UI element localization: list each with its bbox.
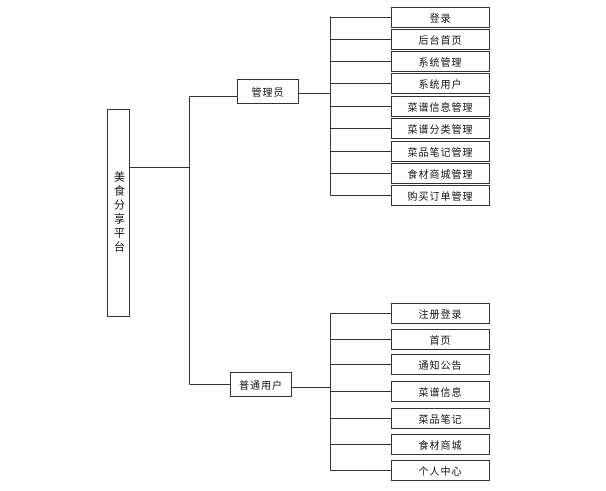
admin-module-label: 后台首页 bbox=[418, 36, 463, 47]
admin-module-label: 菜谱信息管理 bbox=[407, 103, 474, 114]
admin-module-node: 购买订单管理 bbox=[391, 185, 490, 206]
user-module-label: 个人中心 bbox=[418, 467, 463, 478]
user-module-node: 菜谱信息 bbox=[391, 381, 490, 402]
admin-module-label: 菜谱分类管理 bbox=[407, 125, 474, 136]
user-module-label: 通知公告 bbox=[418, 361, 463, 372]
user-module-node: 通知公告 bbox=[391, 354, 490, 375]
root-node: 美食分享平台 bbox=[107, 109, 130, 317]
admin-module-node: 菜品笔记管理 bbox=[391, 141, 490, 162]
admin-module-label: 购买订单管理 bbox=[407, 192, 474, 203]
user-module-label: 菜谱信息 bbox=[418, 388, 463, 399]
user-module-label: 菜品笔记 bbox=[418, 415, 463, 426]
admin-module-label: 登录 bbox=[429, 14, 452, 25]
admin-module-node: 系统管理 bbox=[391, 51, 490, 72]
admin-module-label: 菜品笔记管理 bbox=[407, 148, 474, 159]
admin-module-node: 菜谱信息管理 bbox=[391, 96, 490, 117]
admin-module-node: 菜谱分类管理 bbox=[391, 118, 490, 139]
user-node: 普通用户 bbox=[230, 372, 292, 397]
admin-module-node: 系统用户 bbox=[391, 73, 490, 94]
user-module-node: 菜品笔记 bbox=[391, 408, 490, 429]
user-module-node: 注册登录 bbox=[391, 303, 490, 324]
admin-node-label: 管理员 bbox=[251, 88, 285, 99]
user-module-label: 食材商城 bbox=[418, 441, 463, 452]
root-node-label: 美食分享平台 bbox=[112, 171, 126, 255]
admin-module-node: 登录 bbox=[391, 7, 490, 28]
admin-module-label: 食材商城管理 bbox=[407, 170, 474, 181]
user-module-node: 个人中心 bbox=[391, 460, 490, 481]
user-node-label: 普通用户 bbox=[239, 381, 283, 392]
user-module-label: 首页 bbox=[429, 336, 452, 347]
admin-module-label: 系统用户 bbox=[418, 80, 463, 91]
user-module-label: 注册登录 bbox=[418, 310, 463, 321]
user-module-node: 食材商城 bbox=[391, 434, 490, 455]
admin-module-node: 食材商城管理 bbox=[391, 163, 490, 184]
user-module-node: 首页 bbox=[391, 329, 490, 350]
admin-node: 管理员 bbox=[237, 79, 299, 104]
admin-module-node: 后台首页 bbox=[391, 29, 490, 50]
admin-module-label: 系统管理 bbox=[418, 58, 463, 69]
